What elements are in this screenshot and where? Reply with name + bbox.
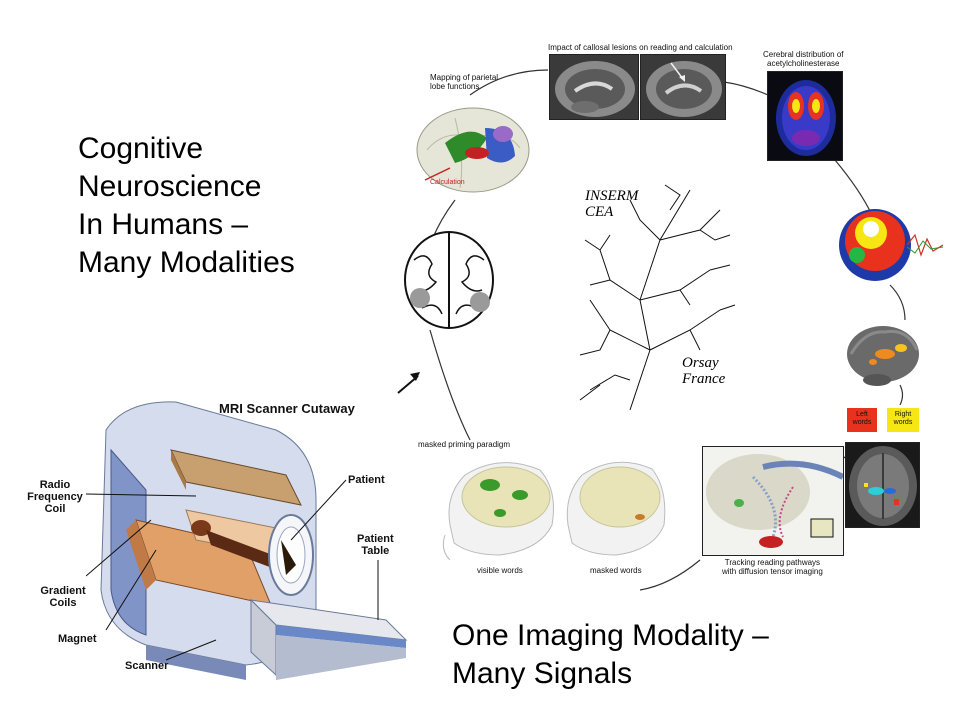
inserm-label: INSERM CEA [585,188,639,220]
patient-table-label: Patient Table [357,533,394,557]
headline-left-line-1: Cognitive [78,132,204,165]
calculation-label: Calculation [430,179,465,186]
sagittal-mri-right [640,54,726,120]
rf-coil-label: Radio Frequency Coil [27,479,83,515]
eeg-topography [839,209,944,281]
headline-left-line-2: Neuroscience [78,170,262,203]
neuron-branches [579,184,736,410]
mri-scanner-illustration [86,401,408,680]
fmri-brain [847,326,919,386]
dti-caption: Tracking reading pathways with diffusion… [722,558,823,576]
dti-panel [702,446,844,556]
acetyl-caption: Cerebral distribution of acetylcholinest… [763,50,844,68]
right-words-tag: Right words [887,408,919,432]
left-words-tag: Left words [847,408,877,432]
priming-caption: masked priming paradigm [418,440,511,449]
pet-scan [767,71,843,161]
parietal-caption: Mapping of parietal lobe functions [430,73,499,91]
axial-brain-sketch [404,231,494,329]
headline-bottom-line-2: Many Signals [452,657,633,690]
magnet-label: Magnet [58,633,97,645]
orsay-label: Orsay France [682,355,726,387]
axial-mri [845,442,920,528]
headline-bottom-line-1: One Imaging Modality – [452,619,769,652]
callosal-caption: Impact of callosal lesions on reading an… [548,43,733,52]
visible-words-label: visible words [477,566,523,575]
patient-label: Patient [348,474,385,486]
headline-left: Cognitive Neuroscience In Humans – Many … [78,130,295,282]
mri-title: MRI Scanner Cutaway [219,401,355,416]
sagittal-mri-left [549,54,639,120]
scanner-label: Scanner [125,660,169,672]
visible-words-head [442,462,554,561]
masked-words-label: masked words [590,566,642,575]
headline-bottom: One Imaging Modality – Many Signals [452,617,769,693]
masked-words-head [566,461,666,556]
headline-left-line-4: Many Modalities [78,246,295,279]
parietal-brain-illustration [416,107,530,193]
headline-left-line-3: In Humans – [78,208,249,241]
gradient-coils-label: Gradient Coils [40,585,86,609]
neuron-drawing: INSERM CEA Orsay France [570,180,740,410]
